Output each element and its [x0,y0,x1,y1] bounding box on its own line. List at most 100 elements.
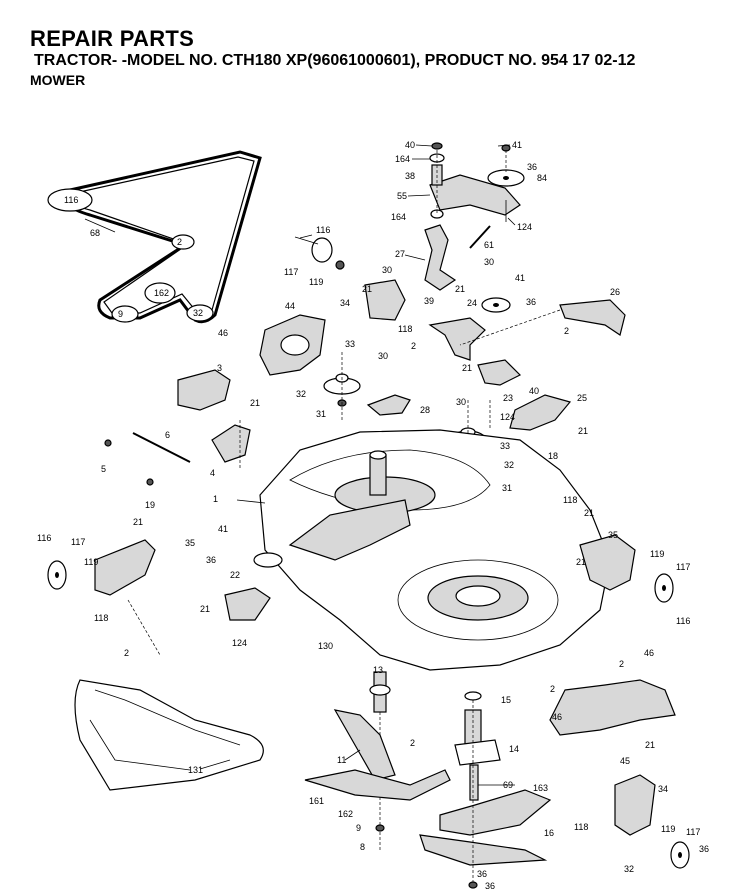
deck-baffle-icon [288,499,411,561]
part-label: 5 [101,464,106,474]
pulley-36c-icon [253,552,283,568]
bracket-27-icon [424,224,457,291]
part-label: 18 [548,451,558,461]
part-label: 2 [124,648,129,658]
belt-pulley-36-icon [171,234,195,250]
part-label: 44 [285,301,295,311]
part-label: 45 [620,756,630,766]
part-label: 117 [284,267,298,277]
bracket-35b-icon [579,534,636,591]
part-label: 131 [188,765,203,775]
part-label: 13 [373,665,383,675]
part-label: 32 [624,864,634,874]
part-label: 36 [206,555,216,565]
part-label: 118 [574,822,588,832]
discharge-chute-131 [74,679,264,791]
part-label: 31 [316,409,326,419]
part-label: 124 [500,412,515,422]
part-label: 119 [309,277,323,287]
part-label: 36 [477,869,487,879]
belt-label: 116 [64,195,78,205]
part-label: 1 [213,494,218,504]
blade-11-icon [333,709,396,781]
part-label: 27 [395,249,405,259]
part-label: 46 [644,648,654,658]
part-label: 46 [552,712,562,722]
belt-pulley-36-icon [111,305,139,323]
part-label: 55 [397,191,407,201]
part-label: 30 [382,265,392,275]
bracket-34-icon [364,279,406,321]
part-label: 2 [411,341,416,351]
part-label: 40 [529,386,539,396]
part-label: 68 [90,228,100,238]
part-label: 116 [316,225,330,235]
bracket-26-icon [559,299,626,336]
part-label: 11 [337,755,346,765]
part-label: 117 [676,562,690,572]
part-label: 21 [362,284,372,294]
part-label: 34 [340,298,350,308]
part-label: 21 [200,604,210,614]
part-label: 30 [378,351,388,361]
part-label: 116 [676,616,690,626]
part-label: 118 [94,613,108,623]
part-label: 32 [296,389,306,399]
part-label: 119 [650,549,664,559]
wheel-117-icon [311,237,333,263]
rod-6-icon [132,432,191,463]
part-label: 124 [517,222,532,232]
shaft-69-icon [469,764,479,801]
nut-40-icon [431,142,443,150]
bracket-25-icon [509,394,572,431]
part-label: 16 [544,828,554,838]
part-label: 161 [309,796,324,806]
part-label: 30 [484,257,494,267]
part-label: 34 [658,784,668,794]
bracket-35-icon [94,539,156,596]
part-label: 124 [232,638,247,648]
part-label: 28 [420,405,430,415]
belt-assembly [47,150,262,324]
blade-161-icon [304,769,451,801]
part-label: 21 [578,426,588,436]
bearing-15-icon [464,691,482,701]
part-label: 41 [515,273,525,283]
left-upper-parts [104,236,411,486]
part-label: 8 [360,842,365,852]
part-label: 40 [405,140,415,150]
part-label: 36 [485,881,495,891]
blade-16-icon [419,834,548,866]
bracket-22-icon [224,587,271,621]
part-label: 119 [661,824,675,834]
model-subtitle: TRACTOR- -MODEL NO. CTH180 XP(9606100060… [34,52,636,69]
part-label: 117 [686,827,700,837]
part-label: 36 [699,844,709,854]
part-label: 2 [550,684,555,694]
belt-label: 32 [193,308,203,318]
left-gauge-wheel [47,539,283,656]
part-label: 14 [509,744,519,754]
bracket-3-icon [177,369,231,411]
part-label: 15 [501,695,511,705]
part-label: 162 [338,809,353,819]
idler-arm-assembly [424,142,525,291]
guard-45-icon [549,679,676,736]
part-label: 21 [645,740,655,750]
part-label: 26 [610,287,620,297]
part-label: 35 [185,538,195,548]
part-label: 24 [467,298,477,308]
part-label: 21 [455,284,465,294]
part-label: 35 [608,530,618,540]
part-label: 164 [395,154,410,164]
part-label: 69 [503,780,513,790]
right-bracket-assembly [428,297,626,520]
belt-pulley-36-icon [186,304,214,322]
bracket-28-icon [366,394,411,416]
part-label: 38 [405,171,415,181]
part-label: 25 [577,393,587,403]
part-label: 33 [500,441,510,451]
right-gauge-wheel [579,534,674,603]
bracket-4-icon [211,424,251,463]
spindle-blade-assembly [304,671,552,889]
